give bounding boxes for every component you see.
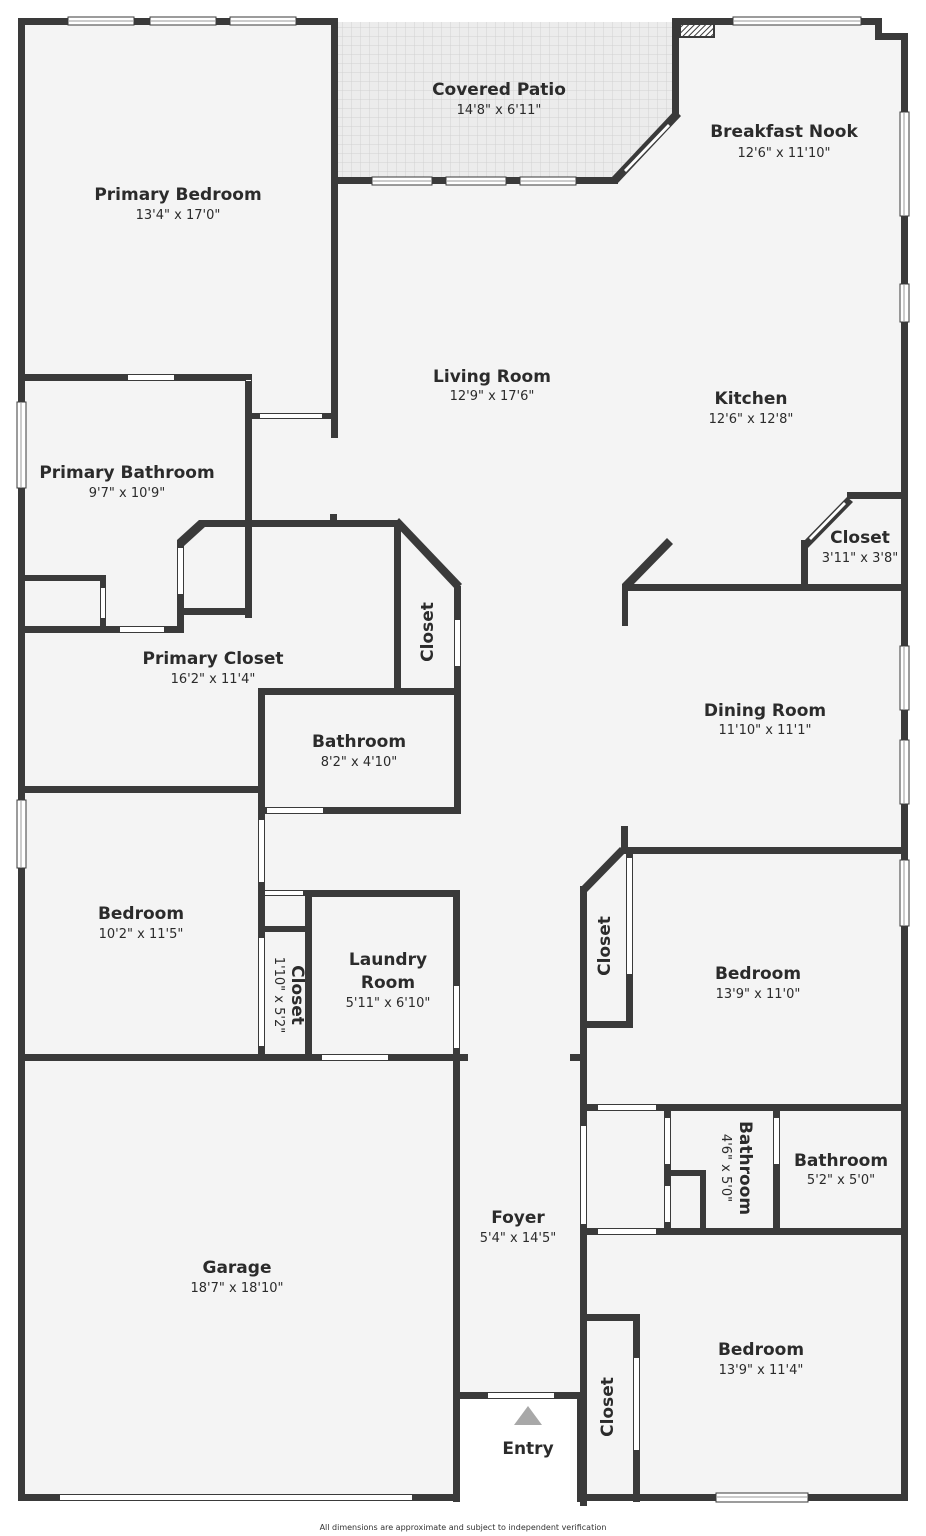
window <box>519 176 577 186</box>
room-dims-primary-bedroom: 13'4" x 17'0" <box>136 208 221 223</box>
door-opening <box>455 620 460 666</box>
room-name-primary-bathroom: Primary Bathroom <box>39 463 214 483</box>
door-opening <box>454 986 459 1048</box>
door-opening <box>259 938 264 1046</box>
room-name-closet-hall: Closet <box>418 602 438 662</box>
door-opening <box>120 627 164 632</box>
door-opening <box>128 375 174 380</box>
window <box>371 176 433 186</box>
room-name-bedroom-right-lower: Bedroom <box>718 1340 804 1360</box>
room-name-closet-bedroom-right: Closet <box>595 916 615 976</box>
room-name-living-room: Living Room <box>433 367 551 387</box>
window <box>899 859 910 927</box>
window <box>715 1492 809 1503</box>
room-name-closet-laundry: Closet <box>287 965 307 1025</box>
patio-vent <box>679 23 715 38</box>
window <box>899 283 910 323</box>
window <box>899 111 910 217</box>
door-opening <box>101 588 105 618</box>
door-opening <box>265 891 303 895</box>
room-dims-primary-closet: 16'2" x 11'4" <box>171 672 256 687</box>
room-name-primary-closet: Primary Closet <box>143 649 284 669</box>
room-labels: Covered Patio 14'8" x 6'11" Breakfast No… <box>39 80 898 1459</box>
door-opening <box>627 858 632 974</box>
door-opening <box>488 1393 554 1398</box>
door-opening <box>598 1105 656 1110</box>
room-dims-closet-kitchen: 3'11" x 3'8" <box>822 551 898 566</box>
room-dims-bedroom-right-upper: 13'9" x 11'0" <box>716 987 801 1002</box>
door-opening <box>581 1126 586 1224</box>
door-opening <box>665 1118 670 1164</box>
door-opening <box>60 1495 412 1500</box>
room-name-dining-room: Dining Room <box>704 701 826 721</box>
room-name-bedroom-right-upper: Bedroom <box>715 964 801 984</box>
room-name-bathroom-hall: Bathroom <box>312 732 406 752</box>
room-name-bedroom-left: Bedroom <box>98 904 184 924</box>
room-dims-primary-bathroom: 9'7" x 10'9" <box>89 486 165 501</box>
door-opening <box>598 1229 656 1234</box>
room-name-covered-patio: Covered Patio <box>432 80 566 100</box>
room-dims-bedroom-right-lower: 13'9" x 11'4" <box>719 1363 804 1378</box>
door-opening <box>259 820 264 882</box>
window <box>16 799 27 869</box>
door-opening <box>774 1118 779 1164</box>
window <box>149 16 217 26</box>
room-dims-closet-laundry: 1'10" x 5'2" <box>271 957 286 1033</box>
room-name-laundry-room-line1: Laundry <box>349 950 427 970</box>
room-name-kitchen: Kitchen <box>715 389 788 409</box>
room-dims-laundry-room: 5'11" x 6'10" <box>346 996 431 1011</box>
room-dims-foyer: 5'4" x 14'5" <box>480 1231 556 1246</box>
door-opening <box>809 502 846 540</box>
window <box>16 401 27 489</box>
door-opening <box>634 1358 639 1450</box>
windows <box>16 16 910 1503</box>
room-name-closet-kitchen: Closet <box>830 528 890 548</box>
entry-label: Entry <box>502 1439 553 1459</box>
footer-disclaimer: All dimensions are approximate and subje… <box>320 1523 607 1532</box>
room-name-bathroom-small: Bathroom <box>735 1121 755 1215</box>
door-opening <box>267 808 323 813</box>
door-opening <box>322 1055 388 1060</box>
room-name-breakfast-nook: Breakfast Nook <box>710 122 858 142</box>
room-dims-breakfast-nook: 12'6" x 11'10" <box>738 146 831 161</box>
room-dims-living-room: 12'9" x 17'6" <box>450 389 535 404</box>
room-name-primary-bedroom: Primary Bedroom <box>94 185 261 205</box>
room-dims-garage: 18'7" x 18'10" <box>191 1281 284 1296</box>
room-dims-dining-room: 11'10" x 11'1" <box>719 723 812 738</box>
room-dims-bathroom-right: 5'2" x 5'0" <box>807 1173 875 1188</box>
covered-patio-area <box>338 22 672 180</box>
room-dims-bathroom-small: 4'6" x 5'0" <box>718 1134 733 1202</box>
window <box>732 16 862 26</box>
room-dims-bedroom-left: 10'2" x 11'5" <box>99 927 184 942</box>
window <box>67 16 135 26</box>
window <box>445 176 507 186</box>
door-opening <box>624 124 670 172</box>
door-opening <box>665 1186 670 1222</box>
room-name-garage: Garage <box>203 1258 272 1278</box>
room-name-closet-bedroom-lower: Closet <box>598 1377 618 1437</box>
room-name-laundry-room-line2: Room <box>361 973 415 993</box>
door-opening <box>260 414 322 418</box>
doors <box>60 124 846 1500</box>
door-opening <box>246 380 251 381</box>
window <box>899 739 910 805</box>
door-opening <box>178 548 183 594</box>
room-name-foyer: Foyer <box>491 1208 545 1228</box>
room-name-bathroom-right: Bathroom <box>794 1151 888 1171</box>
room-dims-kitchen: 12'6" x 12'8" <box>709 412 794 427</box>
room-dims-covered-patio: 14'8" x 6'11" <box>457 103 542 118</box>
floor-area <box>22 22 902 1498</box>
window <box>229 16 297 26</box>
entry-arrow-icon <box>514 1406 542 1425</box>
window <box>899 645 910 711</box>
room-dims-bathroom-hall: 8'2" x 4'10" <box>321 755 397 770</box>
